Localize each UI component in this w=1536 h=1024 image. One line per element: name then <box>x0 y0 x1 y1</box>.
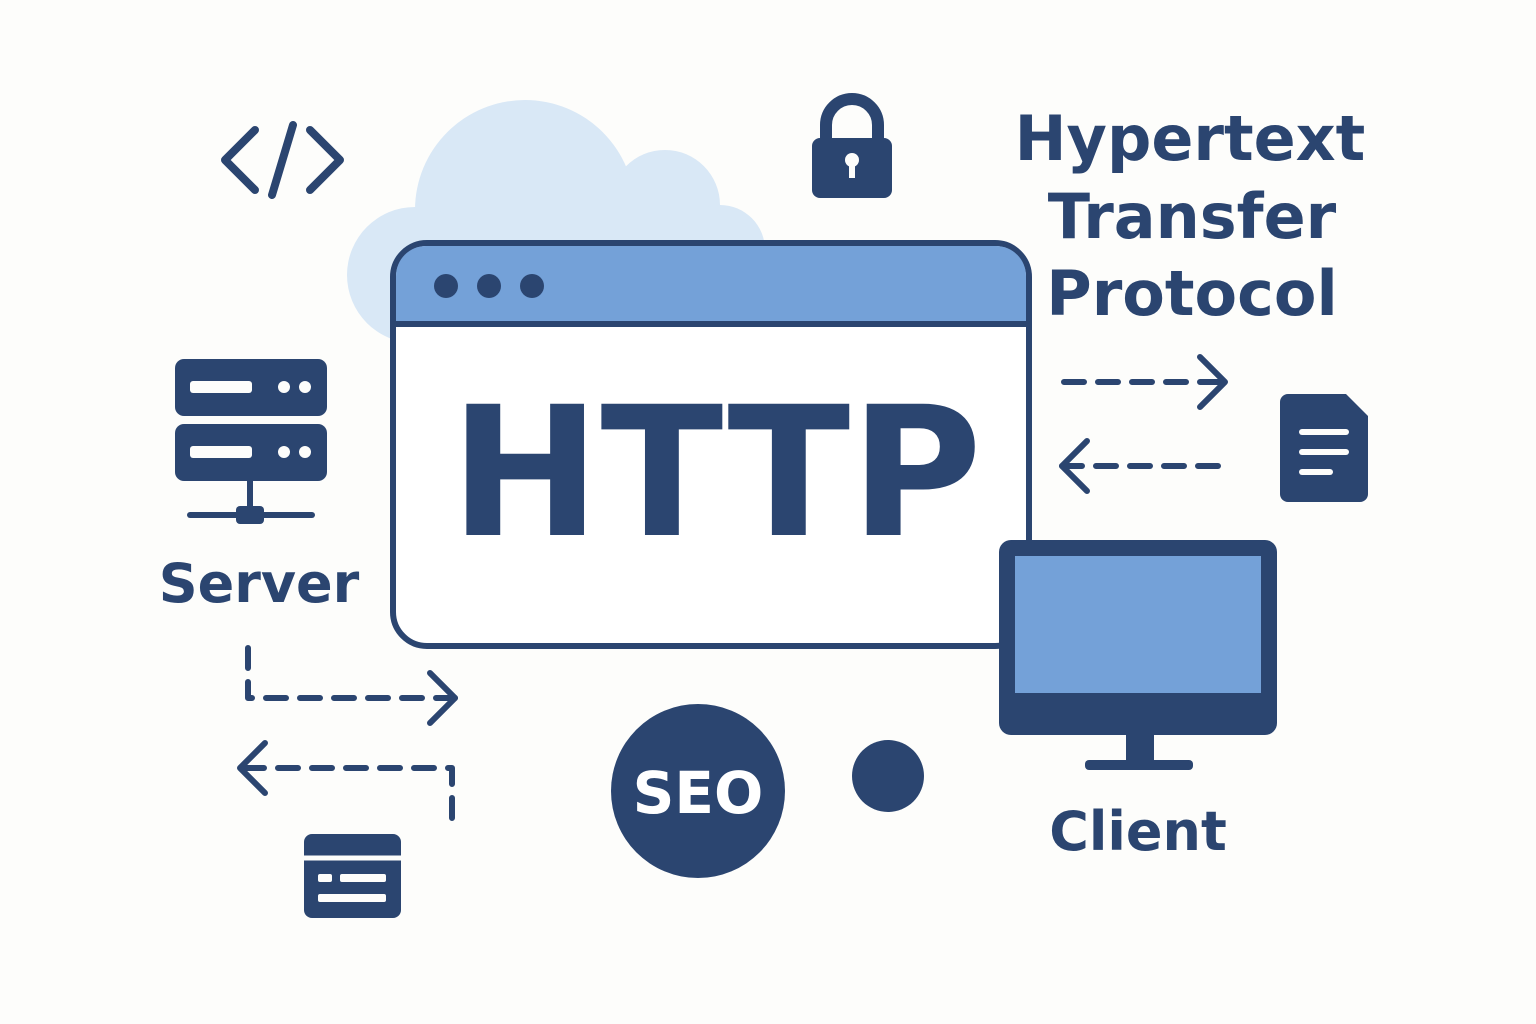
dot-icon <box>852 740 924 812</box>
seo-badge: SEO <box>611 704 785 878</box>
window-dot <box>434 274 458 298</box>
response-arrow <box>1059 438 1226 494</box>
lock-icon <box>812 93 892 198</box>
document-icon <box>1280 394 1368 502</box>
card-icon <box>304 834 401 918</box>
http-heading: HTTP <box>450 369 982 578</box>
server-label: Server <box>159 552 360 615</box>
seo-label: SEO <box>633 759 764 827</box>
client-label: Client <box>1049 800 1227 863</box>
title-line-2: Transfer <box>1048 180 1337 253</box>
title-line-1: Hypertext <box>1015 102 1366 175</box>
title-line-3: Protocol <box>1046 257 1337 330</box>
request-arrow <box>1061 354 1228 410</box>
browser-window: HTTP <box>390 240 1032 649</box>
monitor-icon <box>999 540 1277 770</box>
code-icon <box>221 121 344 199</box>
window-dot <box>520 274 544 298</box>
server-icon <box>175 359 327 524</box>
server-out-arrow <box>245 645 458 726</box>
window-dot <box>477 274 501 298</box>
server-in-arrow <box>237 740 455 821</box>
